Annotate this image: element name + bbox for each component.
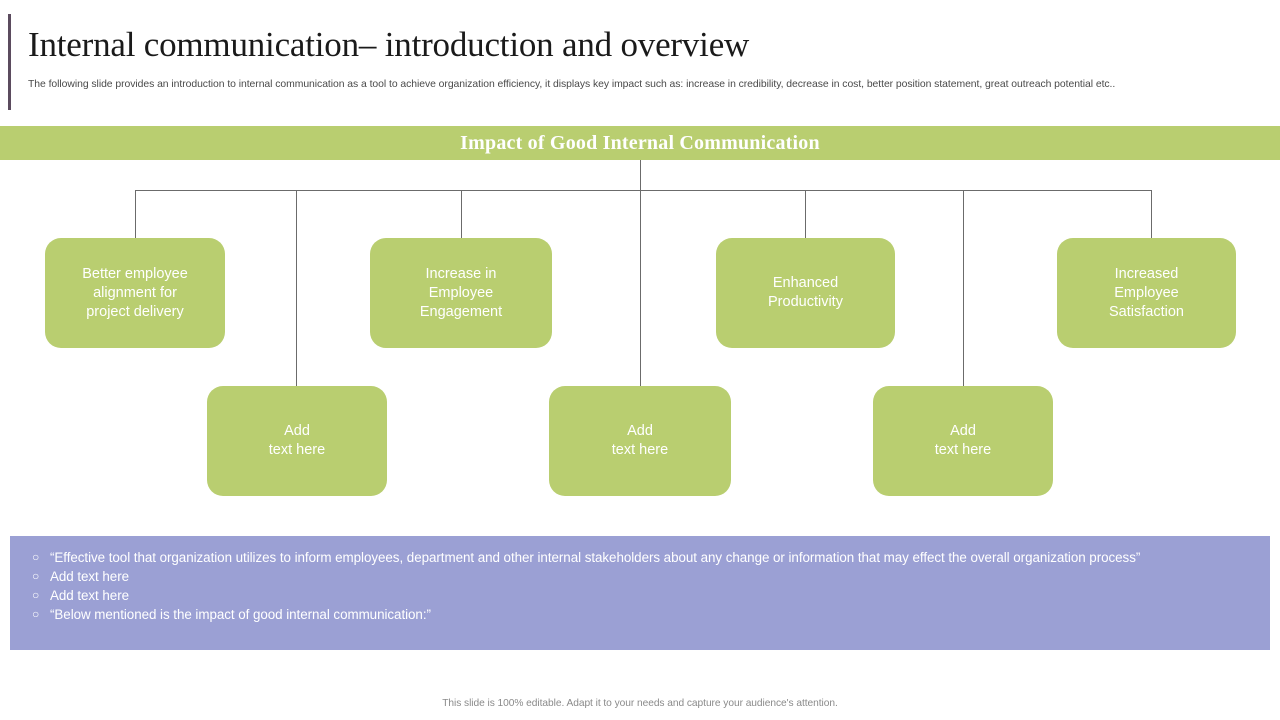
takeaway-text: “Below mentioned is the impact of good i…: [50, 607, 431, 622]
impact-node-placeholder-1[interactable]: Add text here: [207, 386, 387, 496]
connector-drop-top-2: [461, 190, 462, 238]
bullet-circle-icon: ○: [32, 607, 40, 621]
takeaway-text: Add text here: [50, 569, 130, 584]
connector-drop-bottom-1: [296, 190, 297, 388]
impact-node-better-employee-alignment[interactable]: Better employee alignment for project de…: [45, 238, 225, 348]
connector-drop-bottom-2: [640, 190, 641, 388]
takeaway-item: ○ Add text here: [28, 567, 1252, 586]
connector-drop-bottom-3: [963, 190, 964, 388]
page-subtitle: The following slide provides an introduc…: [28, 79, 1116, 90]
takeaway-text: “Effective tool that organization utiliz…: [50, 550, 1141, 565]
slide-footer-note: This slide is 100% editable. Adapt it to…: [442, 698, 838, 709]
connector-drop-top-3: [805, 190, 806, 238]
connector-drop-top-1: [135, 190, 136, 238]
page-title: Internal communication– introduction and…: [28, 25, 750, 64]
takeaway-text: Add text here: [50, 588, 130, 603]
impact-node-increased-employee-satisfaction[interactable]: Increased Employee Satisfaction: [1057, 238, 1236, 348]
takeaway-item: ○ “Below mentioned is the impact of good…: [28, 605, 1252, 624]
impact-node-placeholder-2[interactable]: Add text here: [549, 386, 731, 496]
section-banner-title: Impact of Good Internal Communication: [460, 131, 820, 154]
takeaway-item: ○ Add text here: [28, 586, 1252, 605]
connector-root-stem: [640, 160, 641, 190]
impact-node-enhanced-productivity[interactable]: Enhanced Productivity: [716, 238, 895, 348]
bullet-circle-icon: ○: [32, 588, 40, 602]
bullet-circle-icon: ○: [32, 550, 40, 564]
connector-horizontal-bus: [135, 190, 1151, 191]
title-accent-bar: [8, 14, 11, 110]
takeaways-panel: ○ “Effective tool that organization util…: [10, 536, 1270, 650]
connector-drop-top-4: [1151, 190, 1152, 238]
bullet-circle-icon: ○: [32, 569, 40, 583]
takeaway-item: ○ “Effective tool that organization util…: [28, 548, 1252, 567]
impact-node-placeholder-3[interactable]: Add text here: [873, 386, 1053, 496]
section-banner: Impact of Good Internal Communication: [0, 126, 1280, 160]
impact-node-increase-employee-engagement[interactable]: Increase in Employee Engagement: [370, 238, 552, 348]
